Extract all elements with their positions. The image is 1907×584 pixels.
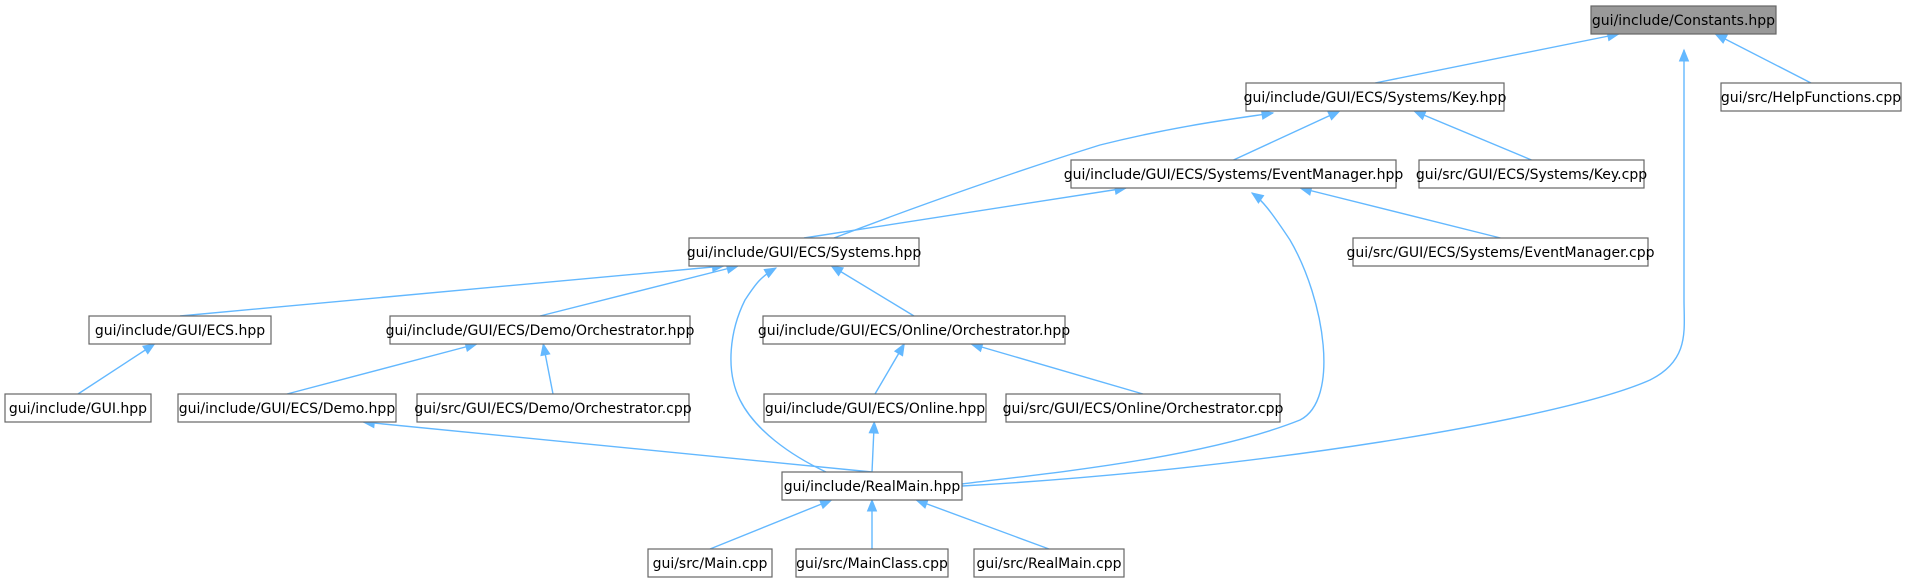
edge-realmain-hpp-to-systems-hpp-arrowhead (763, 267, 778, 279)
node-demo-orch-cpp[interactable]: gui/src/GUI/ECS/Demo/Orchestrator.cpp (414, 393, 692, 423)
edge-key-cpp-to-key-hpp (1413, 110, 1532, 161)
edge-systems-hpp-to-key-hpp (833, 112, 1274, 239)
node-gui-hpp[interactable]: gui/include/GUI.hpp (4, 393, 152, 423)
edge-realmain-hpp-to-eventmanager-hpp (961, 192, 1325, 485)
edge-eventmanager-cpp-to-eventmanager-hpp (1300, 187, 1501, 239)
node-box (1720, 82, 1902, 112)
edge-realmain-hpp-to-constants (961, 50, 1685, 487)
node-box (4, 393, 152, 423)
edge-realmain-hpp-to-constants-arrowhead (1678, 48, 1690, 62)
edge-gui-hpp-to-ecs-hpp (77, 343, 155, 395)
node-label: gui/include/GUI/ECS/Online.hpp (765, 401, 985, 417)
node-eventmanager-hpp[interactable]: gui/include/GUI/ECS/Systems/EventManager… (1064, 159, 1404, 189)
node-box (1070, 159, 1397, 189)
node-realmain-cpp[interactable]: gui/src/RealMain.cpp (973, 548, 1125, 578)
node-label: gui/src/GUI/ECS/Systems/Key.cpp (1416, 167, 1647, 183)
edge-demo-orch-cpp-to-demo-orch-hpp-arrowhead (540, 342, 551, 357)
node-label: gui/include/GUI/ECS/Systems/Key.hpp (1244, 90, 1507, 106)
node-label: gui/src/GUI/ECS/Online/Orchestrator.cpp (1003, 401, 1284, 417)
node-systems-hpp[interactable]: gui/include/GUI/ECS/Systems.hpp (687, 237, 922, 267)
edge-key-cpp-to-key-hpp-arrowhead (1412, 110, 1427, 121)
node-box (763, 393, 987, 423)
node-online-orch-hpp[interactable]: gui/include/GUI/ECS/Online/Orchestrator.… (758, 315, 1070, 345)
node-box (416, 393, 690, 423)
node-box (762, 315, 1066, 345)
node-mainclass-cpp[interactable]: gui/src/MainClass.cpp (795, 548, 949, 578)
node-main-cpp[interactable]: gui/src/Main.cpp (647, 548, 773, 578)
edge-gui-hpp-to-ecs-hpp-arrowhead (142, 343, 156, 355)
edge-realmain-hpp-to-systems-hpp (730, 267, 827, 473)
node-online-hpp[interactable]: gui/include/GUI/ECS/Online.hpp (763, 393, 987, 423)
node-label: gui/include/RealMain.hpp (784, 479, 961, 495)
node-box (795, 548, 949, 578)
node-demo-hpp[interactable]: gui/include/GUI/ECS/Demo.hpp (177, 393, 397, 423)
edge-eventmanager-hpp-to-key-hpp-arrowhead (1326, 110, 1341, 121)
node-demo-orch-hpp[interactable]: gui/include/GUI/ECS/Demo/Orchestrator.hp… (386, 315, 695, 345)
node-label: gui/src/GUI/ECS/Systems/EventManager.cpp (1346, 245, 1654, 261)
edge-realmain-cpp-to-realmain-hpp-arrowhead (915, 499, 929, 509)
edge-realmain-hpp-to-demo-hpp (363, 421, 873, 473)
edge-helpfunctions-to-constants (1715, 33, 1812, 84)
edge-realmain-cpp-to-realmain-hpp (916, 499, 1050, 550)
node-label: gui/include/GUI.hpp (9, 401, 147, 417)
node-box (1245, 82, 1505, 112)
edge-mainclass-cpp-to-realmain-hpp-arrowhead (866, 498, 878, 512)
node-online-orch-cpp[interactable]: gui/src/GUI/ECS/Online/Orchestrator.cpp (1003, 393, 1284, 423)
edge-online-orch-hpp-to-systems-hpp (831, 265, 915, 317)
node-box (973, 548, 1125, 578)
node-label: gui/src/HelpFunctions.cpp (1721, 90, 1901, 106)
node-label: gui/include/GUI/ECS/Demo.hpp (179, 401, 396, 417)
edge-key-hpp-to-constants (1374, 33, 1619, 84)
node-label: gui/src/GUI/ECS/Demo/Orchestrator.cpp (414, 401, 691, 417)
node-box (688, 237, 920, 267)
node-label: gui/include/GUI/ECS/Systems/EventManager… (1064, 167, 1404, 183)
edge-systems-hpp-to-eventmanager-hpp (803, 187, 1127, 239)
node-label: gui/src/MainClass.cpp (796, 556, 948, 572)
node-box (177, 393, 397, 423)
node-label: gui/include/GUI/ECS/Demo/Orchestrator.hp… (386, 323, 695, 339)
node-box (1352, 237, 1649, 267)
node-realmain-hpp[interactable]: gui/include/RealMain.hpp (781, 471, 963, 501)
node-constants[interactable]: gui/include/Constants.hpp (1590, 5, 1777, 35)
edge-realmain-hpp-to-eventmanager-hpp-arrowhead (1250, 192, 1265, 204)
edge-realmain-hpp-to-online-hpp-arrowhead (868, 420, 879, 434)
edge-demo-orch-hpp-to-systems-hpp (539, 265, 739, 317)
node-box (1590, 5, 1777, 35)
edge-eventmanager-hpp-to-key-hpp (1233, 110, 1340, 161)
node-label: gui/include/GUI/ECS/Online/Orchestrator.… (758, 323, 1070, 339)
edge-online-hpp-to-online-orch-hpp-arrowhead (893, 342, 905, 357)
edge-online-orch-cpp-to-online-orch-hpp (971, 343, 1144, 395)
node-box (88, 315, 272, 345)
node-label: gui/src/RealMain.cpp (976, 556, 1121, 572)
edge-ecs-hpp-to-systems-hpp (179, 265, 724, 317)
node-key-hpp[interactable]: gui/include/GUI/ECS/Systems/Key.hpp (1244, 82, 1507, 112)
node-label: gui/include/GUI/ECS.hpp (95, 323, 265, 339)
nodes-layer: gui/include/Constants.hpp gui/include/GUI… (4, 5, 1902, 578)
node-box (1418, 159, 1645, 189)
node-box (1005, 393, 1281, 423)
node-label: gui/src/Main.cpp (653, 556, 768, 572)
node-label: gui/include/GUI/ECS/Systems.hpp (687, 245, 922, 261)
edge-helpfunctions-to-constants-arrowhead (1714, 33, 1729, 44)
node-box (647, 548, 773, 578)
node-helpfunctions[interactable]: gui/src/HelpFunctions.cpp (1720, 82, 1902, 112)
node-box (389, 315, 691, 345)
edge-main-cpp-to-realmain-hpp (709, 499, 832, 550)
node-ecs-hpp[interactable]: gui/include/GUI/ECS.hpp (88, 315, 272, 345)
node-box (781, 471, 963, 501)
edge-online-orch-hpp-to-systems-hpp-arrowhead (830, 265, 845, 277)
node-label: gui/include/Constants.hpp (1592, 13, 1775, 29)
edge-demo-hpp-to-demo-orch-hpp (286, 343, 477, 395)
node-key-cpp[interactable]: gui/src/GUI/ECS/Systems/Key.cpp (1416, 159, 1647, 189)
node-eventmanager-cpp[interactable]: gui/src/GUI/ECS/Systems/EventManager.cpp (1346, 237, 1655, 267)
edge-main-cpp-to-realmain-hpp-arrowhead (818, 499, 833, 510)
